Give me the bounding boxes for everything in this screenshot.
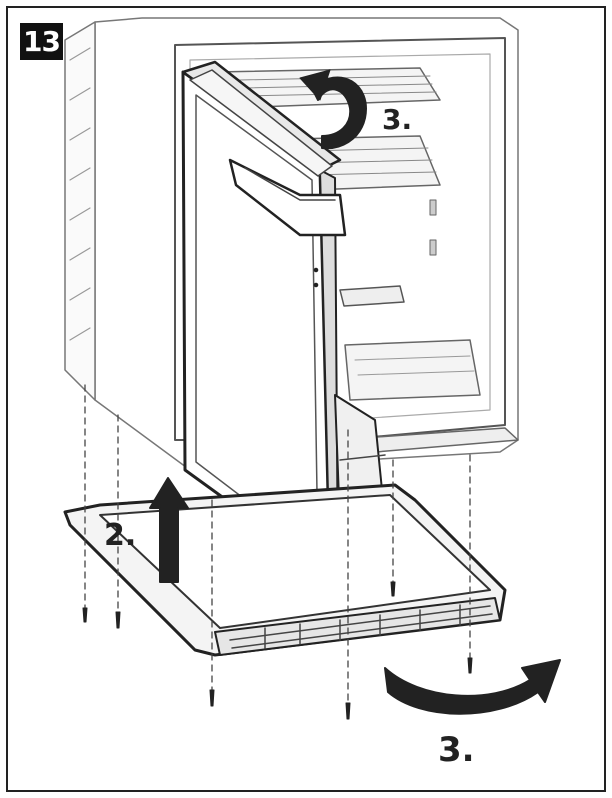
step-label-rotate-bottom: 3. — [438, 730, 475, 770]
screws — [82, 581, 473, 720]
screw-guide-lines — [84, 384, 471, 706]
step-label-lift: 2. — [104, 518, 137, 553]
base-frame — [63, 483, 507, 657]
rotate-arrow-top — [299, 69, 367, 150]
rotate-arrow-bottom — [384, 659, 561, 715]
fridge-door — [181, 60, 386, 577]
lift-up-arrow — [149, 477, 189, 583]
figure-number-badge: 13 — [20, 23, 63, 60]
step-label-rotate-top: 3. — [382, 103, 413, 136]
